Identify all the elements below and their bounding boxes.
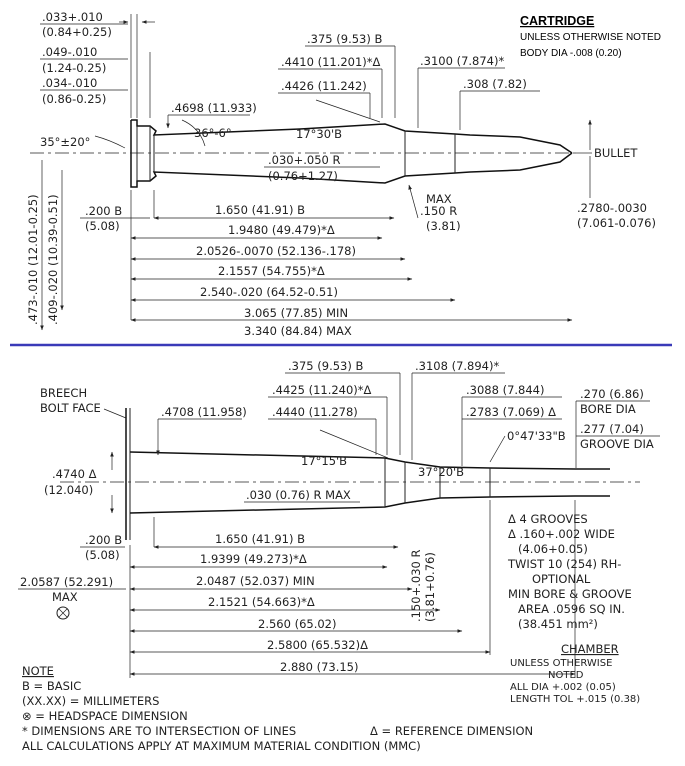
len-shoulder: 1.9480 (49.479)*Δ [228, 223, 335, 237]
bullet-label: BULLET [594, 146, 638, 160]
rifling-line-4: TWIST 10 (254) RH- [507, 557, 621, 571]
rifling-line-3: (4.06+0.05) [518, 542, 588, 556]
chamber-title: CHAMBER [561, 642, 619, 656]
chamber-len-neck: 2.1521 (54.663)*Δ [208, 595, 315, 609]
groove-dia: .277 (7.04) [580, 422, 644, 436]
note-ref-dim: Δ = REFERENCE DIMENSION [370, 724, 533, 738]
chamber-shoulder-angle: 17°15'B [301, 454, 347, 468]
vertical-radius-mm: (3.81+0.76) [423, 552, 437, 622]
cartridge-note-2: BODY DIA -.008 (0.20) [520, 48, 622, 59]
neck-radius-mm: (0.76+1.27) [268, 169, 338, 183]
extr-groove-mm: (1.24-0.25) [42, 61, 106, 75]
groove-label: GROOVE DIA [580, 437, 654, 451]
rifling-line-7: AREA .0596 SQ IN. [518, 602, 625, 616]
chamber-lead-dia: .2783 (7.069) Δ [466, 405, 556, 419]
chamber-note-1: UNLESS OTHERWISE [510, 658, 612, 669]
bullet-dia: .308 (7.82) [463, 77, 527, 91]
chamber-base-b-mm: (5.08) [85, 548, 120, 562]
neck-base-dia: .4410 (11.201)*Δ [281, 55, 381, 69]
extr-groove-in: .049-.010 [42, 45, 97, 59]
general-notes: NOTE B = BASIC (XX.XX) = MILLIMETERS ⊗ =… [22, 664, 533, 753]
datum-dia: .375 (9.53) B [307, 32, 382, 46]
chamber-base-b-in: .200 B [85, 533, 122, 547]
rifling-line-1: Δ 4 GROOVES [508, 512, 588, 526]
cartridge-drawing: CARTRIDGE UNLESS OTHERWISE NOTED BODY DI… [26, 10, 661, 338]
vertical-radius-in: .150+.030 R [409, 549, 423, 622]
chamber-datum-dia: .375 (9.53) B [288, 359, 363, 373]
chamber-shoulder-dia-2: .4440 (11.278) [272, 405, 358, 419]
chamber-note-3: ALL DIA +.002 (0.05) [510, 682, 616, 693]
len-neck: 2.0526-.0070 (52.136-.178) [196, 244, 356, 258]
groove-width-in: .034-.010 [42, 76, 97, 90]
chamber-note-4: LENGTH TOL +.015 (0.38) [510, 694, 640, 705]
base-b-in: .200 B [85, 204, 122, 218]
rifling-line-2: Δ .160+.002 WIDE [508, 527, 615, 541]
body-taper-angle: 36°-6° [194, 126, 232, 140]
bore-dia: .270 (6.86) [580, 387, 644, 401]
chamber-len-shoulder: 1.9399 (49.273)*Δ [200, 552, 307, 566]
chamber-len-datum: 1.650 (41.91) B [215, 532, 305, 546]
note-line-4: * DIMENSIONS ARE TO INTERSECTION OF LINE… [22, 724, 296, 738]
vert-dia-2: .409-.020 (10.39-0.51) [46, 194, 60, 325]
shoulder-dia: .4426 (11.242) [281, 79, 367, 93]
rear-dia-mm: (12.040) [44, 483, 93, 497]
note-line-5: ALL CALCULATIONS APPLY AT MAXIMUM MATERI… [22, 739, 421, 753]
rifling-line-5: OPTIONAL [532, 572, 591, 586]
neck-thk-in: .2780-.0030 [577, 201, 647, 215]
bevel-angle: 35°±20° [40, 135, 90, 149]
note-line-3: ⊗ = HEADSPACE DIMENSION [22, 709, 188, 723]
chamber-neck-angle: 37°20'B [418, 465, 464, 479]
bore-label: BORE DIA [580, 402, 636, 416]
rear-dia-in: .4740 Δ [52, 467, 97, 481]
rifling-line-8: (38.451 mm²) [518, 617, 598, 631]
rim-thk-mm: (0.84+0.25) [42, 25, 112, 39]
chamber-neck-dia: .3108 (7.894)* [415, 359, 499, 373]
chamber-note-2: NOTED [548, 670, 584, 681]
chamber-len-throat: 2.560 (65.02) [258, 617, 336, 631]
note-title: NOTE [22, 664, 54, 678]
bullet-radius: .150 R [420, 204, 457, 218]
rifling-notes: Δ 4 GROOVES Δ .160+.002 WIDE (4.06+0.05)… [507, 512, 632, 631]
groove-width-mm: (0.86-0.25) [42, 92, 106, 106]
max-label: MAX [426, 192, 452, 206]
chamber-drawing: BREECH BOLT FACE .4708 (11.958) .375 (9.… [18, 359, 660, 705]
cartridge-title: CARTRIDGE [520, 14, 594, 28]
chamber-throat-dia: .3088 (7.844) [466, 383, 544, 397]
chamber-len-min: 2.0487 (52.037) MIN [196, 574, 315, 588]
bullet-radius-mm: (3.81) [426, 219, 461, 233]
base-b-mm: (5.08) [85, 219, 120, 233]
chamber-outline [60, 451, 640, 514]
neck-thk-mm: (7.061-0.076) [577, 216, 656, 230]
bolt-face-label: BOLT FACE [40, 401, 101, 415]
len-min: 3.065 (77.85) MIN [244, 306, 348, 320]
chamber-throat-angle: 0°47'33"B [507, 429, 566, 443]
chamber-body-dia: .4708 (11.958) [161, 405, 247, 419]
head-dia: .4698 (11.933) [171, 101, 257, 115]
len-case: 2.540-.020 (64.52-0.51) [200, 285, 338, 299]
breech-label: BREECH [40, 386, 87, 400]
chamber-len-lead: 2.5800 (65.532)Δ [267, 638, 368, 652]
chamber-radius: .030 (0.76) R MAX [246, 488, 351, 502]
cartridge-note-1: UNLESS OTHERWISE NOTED [520, 32, 661, 43]
chamber-notes: CHAMBER UNLESS OTHERWISE NOTED ALL DIA +… [510, 642, 640, 705]
note-line-2: (XX.XX) = MILLIMETERS [22, 694, 159, 708]
rim-thk-in: .033+.010 [42, 10, 103, 24]
headspace-max-in: 2.0587 (52.291) [20, 575, 113, 589]
chamber-len-total: 2.880 (73.15) [280, 660, 358, 674]
rifling-line-6: MIN BORE & GROOVE [508, 587, 632, 601]
neck-radius-in: .030+.050 R [268, 153, 341, 167]
headspace-max-label: MAX [52, 590, 78, 604]
chamber-shoulder-dia-1: .4425 (11.240)*Δ [272, 383, 372, 397]
cartridge-outline [30, 119, 580, 188]
shoulder-angle: 17°30'B [296, 127, 342, 141]
len-neck2: 2.1557 (54.755)*Δ [218, 264, 325, 278]
vert-dia-1: .473-.010 (12.01-0.25) [26, 194, 40, 325]
len-max: 3.340 (84.84) MAX [244, 324, 352, 338]
neck-dia: .3100 (7.874)* [420, 54, 504, 68]
headspace-symbol-icon [56, 606, 70, 620]
note-line-1: B = BASIC [22, 679, 81, 693]
len-datum: 1.650 (41.91) B [215, 203, 305, 217]
